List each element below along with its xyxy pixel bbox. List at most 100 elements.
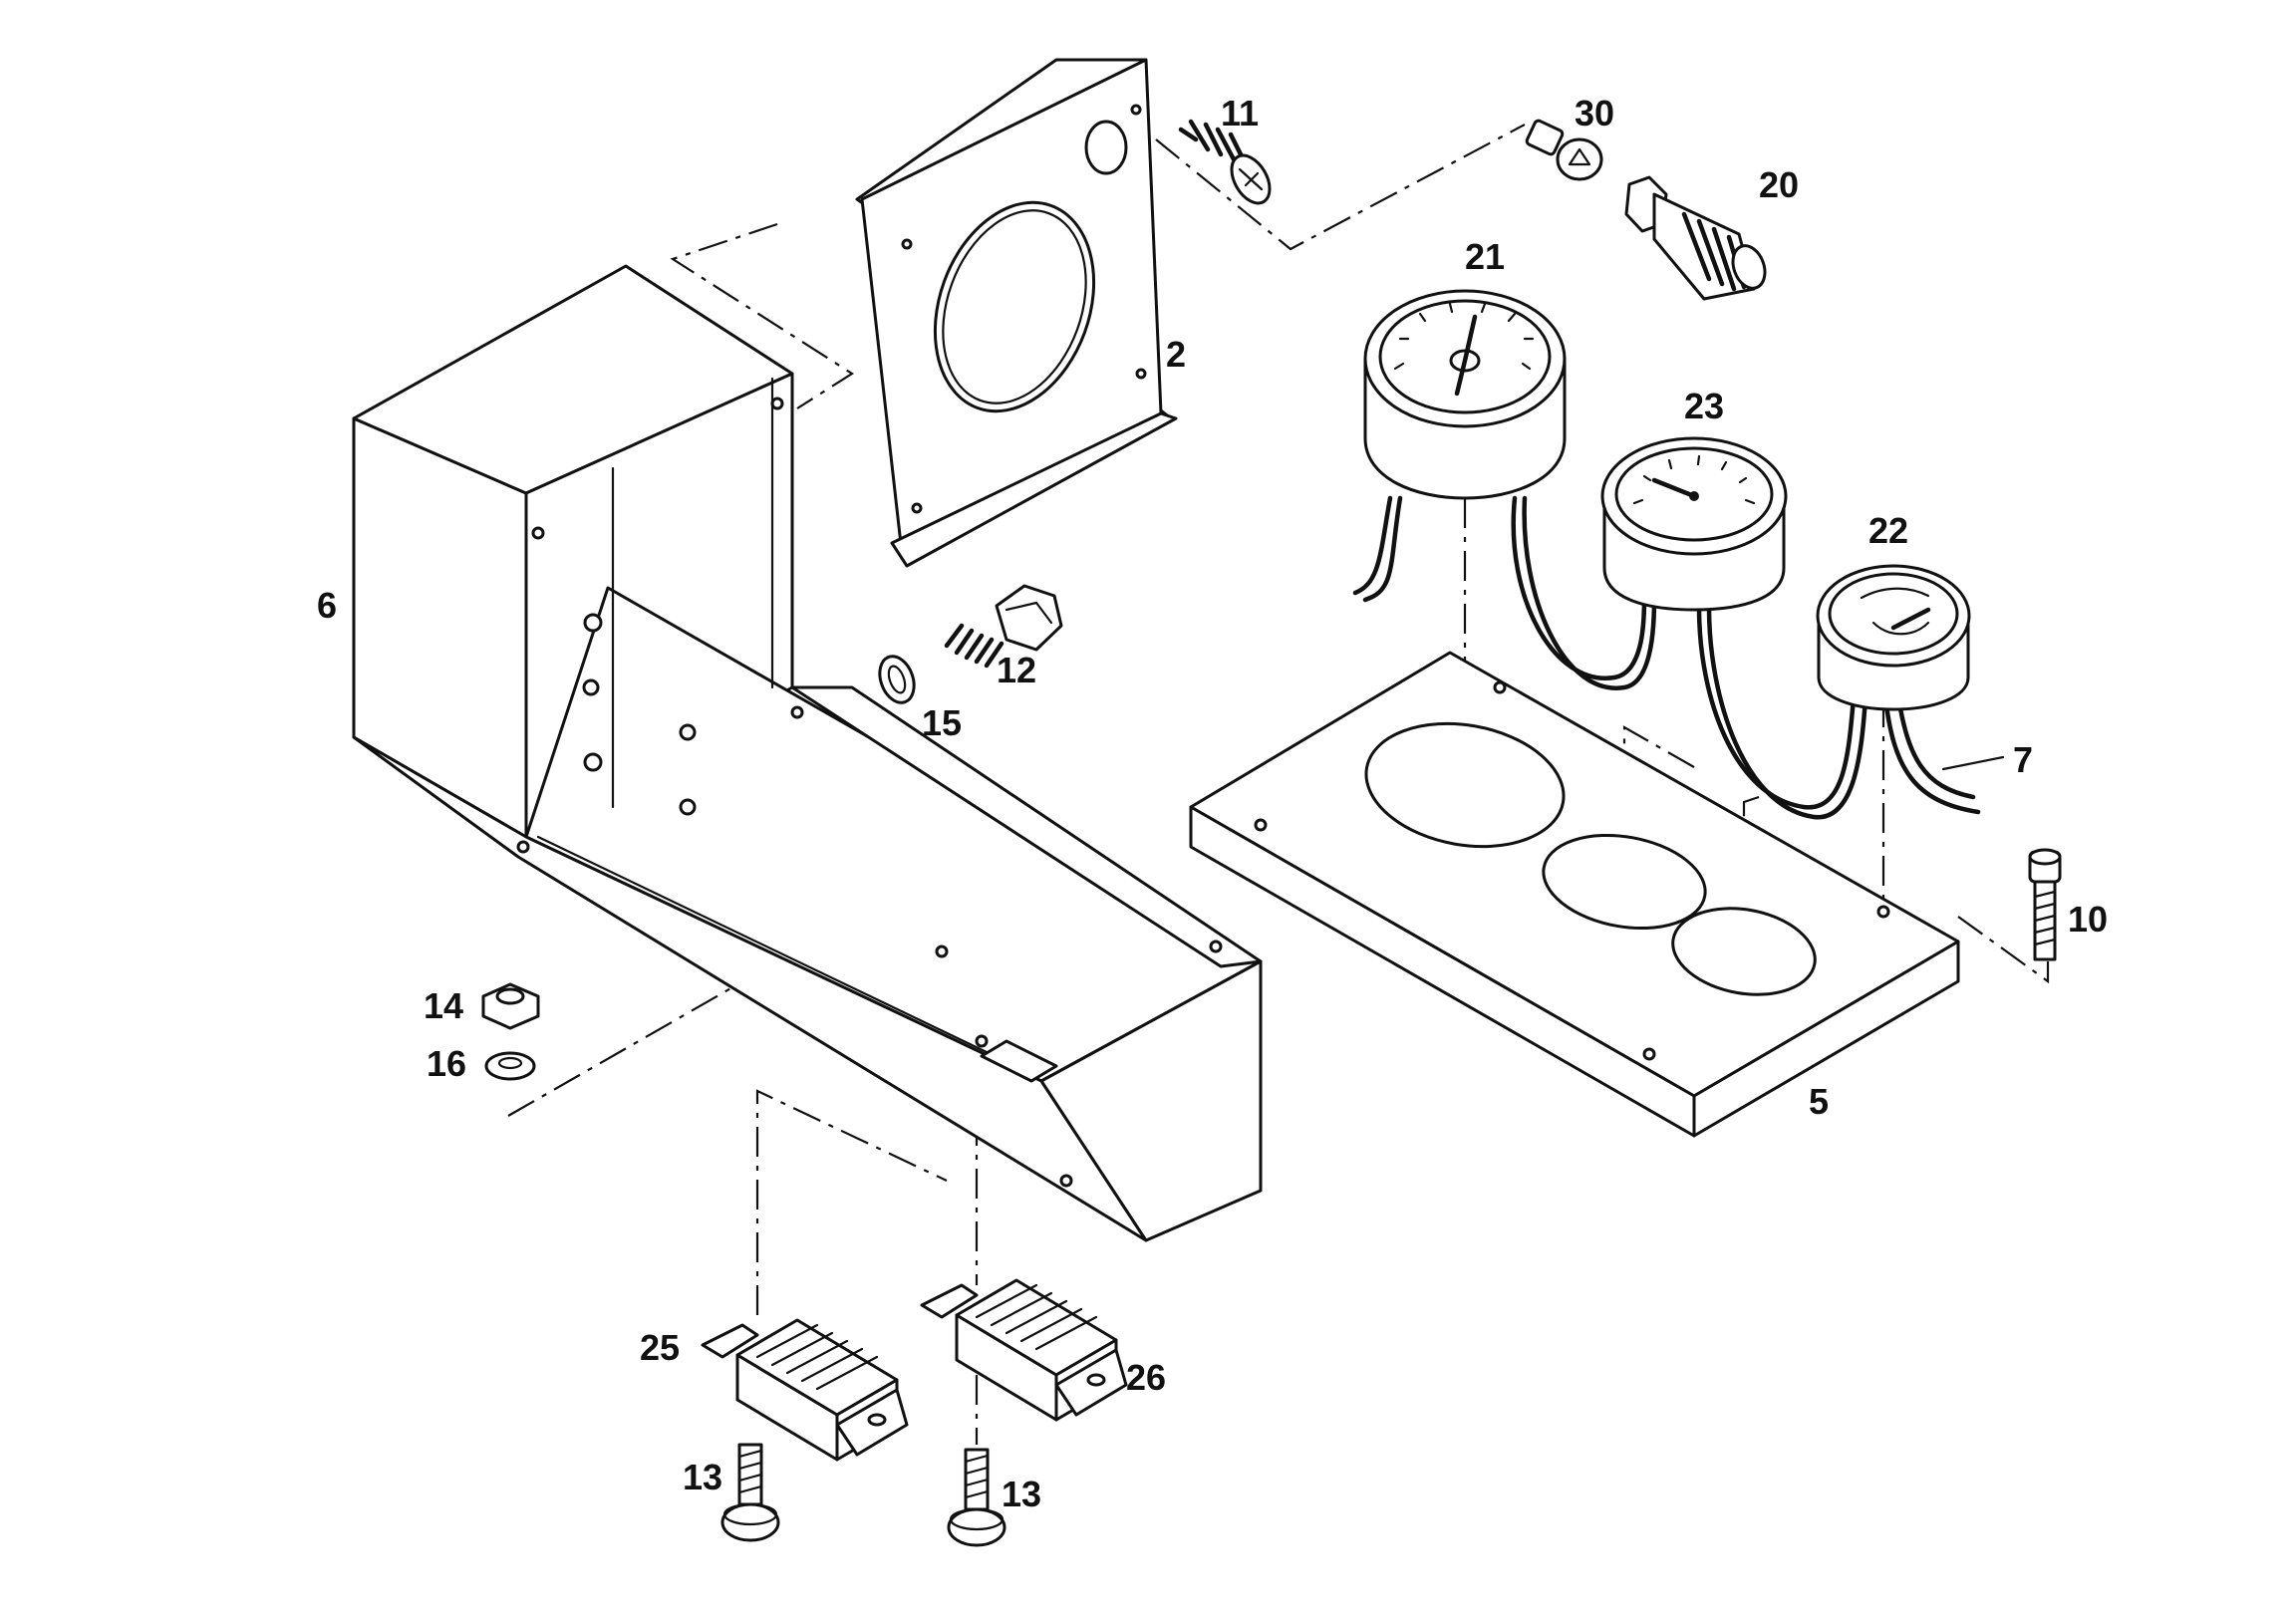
housing-hole <box>790 705 804 719</box>
label-part-22: 22 <box>1868 510 1908 551</box>
washer-15-ring <box>878 655 916 704</box>
mounting-plate-part-5 <box>1189 651 1960 1138</box>
gauge-23-scale <box>1632 454 1756 505</box>
label-part-13-left: 13 <box>683 1457 722 1497</box>
bulb-30-glass <box>1556 137 1603 181</box>
connector-25-ear-hole <box>867 1413 887 1427</box>
label-part-13-right: 13 <box>1002 1474 1041 1514</box>
screw-part-13-right <box>947 1448 1006 1547</box>
nut-14-hole <box>495 987 525 1005</box>
gauge-part-23 <box>1600 436 1788 612</box>
housing-hole <box>679 723 697 741</box>
label-part-21: 21 <box>1465 236 1505 277</box>
screw-11-slot <box>1238 167 1264 191</box>
screw-10-head-top <box>2028 848 2062 866</box>
screw-13-right-head <box>947 1507 1006 1547</box>
panel-bottom-flange <box>890 411 1178 568</box>
bolt-part-12 <box>944 584 1063 669</box>
label-part-20: 20 <box>1759 164 1799 205</box>
label-part-6: 6 <box>317 585 337 626</box>
label-part-5: 5 <box>1809 1081 1829 1122</box>
connector-26-left-ear <box>920 1283 979 1319</box>
screw-13-right-head-top <box>949 1507 1004 1531</box>
label-part-11: 11 <box>1221 93 1259 134</box>
housing-hole <box>975 1034 989 1048</box>
bulb-part-30 <box>1525 119 1603 181</box>
panel-screw-hole <box>1130 104 1142 116</box>
screw-13-left-thread <box>737 1449 763 1494</box>
lamp-20-knurl <box>1681 211 1747 292</box>
housing-hole <box>770 397 784 410</box>
label-part-30: 30 <box>1575 93 1614 134</box>
housing-hole <box>516 840 530 854</box>
wire-gauge-21-left-b <box>1352 495 1393 596</box>
gauge-23-needle <box>1651 477 1697 499</box>
lamp-20-lens <box>1731 244 1767 290</box>
gauge-22-needle <box>1890 607 1931 631</box>
screw-11-thread <box>1178 119 1249 167</box>
panel-gauge-cutout <box>933 200 1096 413</box>
label-part-2: 2 <box>1166 334 1186 375</box>
leader-panel-to-housing <box>670 222 855 409</box>
label-part-16: 16 <box>427 1043 466 1084</box>
panel-screw-hole <box>1135 368 1147 380</box>
label-part-25: 25 <box>640 1327 680 1368</box>
connector-25-pins <box>755 1323 879 1391</box>
washer-15-hole <box>887 665 907 694</box>
plate-hole-small <box>1671 907 1817 996</box>
washer-16-hole <box>497 1056 523 1070</box>
screw-13-right-thread <box>964 1454 990 1499</box>
leader-connector-25 <box>755 1089 948 1315</box>
plate-screw-hole <box>1642 1047 1656 1061</box>
connector-25-left-ear <box>701 1323 759 1359</box>
gauge-22-scale <box>1860 587 1930 600</box>
plate-screw-hole <box>1254 818 1268 832</box>
part-number-labels: 2 5 6 7 10 11 12 13 13 14 15 16 20 21 22… <box>317 93 2108 1514</box>
screw-13-left-head-top <box>722 1502 778 1526</box>
wire-gauge-23 <box>1696 605 1857 810</box>
connector-26-ear-hole <box>1086 1373 1106 1387</box>
connector-part-25 <box>701 1318 909 1462</box>
wire-gauge-21-right-b <box>1522 495 1657 690</box>
gauge-23-hub <box>1689 491 1699 501</box>
plate-screw-hole <box>1493 680 1507 694</box>
label-part-14: 14 <box>424 985 463 1026</box>
bolt-12-thread <box>944 623 1004 669</box>
gauge-part-22 <box>1816 564 1971 711</box>
housing-slot <box>980 1039 1058 1083</box>
wire-gauge-21-left <box>1362 495 1403 603</box>
housing-hole <box>679 798 697 816</box>
panel-screw-hole <box>901 238 913 250</box>
panel-gauge-cutout-inner <box>942 209 1087 404</box>
wire-7-leader <box>1941 755 2005 771</box>
housing-hole <box>1209 940 1223 953</box>
wire-gauge-21-right <box>1511 495 1647 680</box>
washer-part-15 <box>878 655 916 704</box>
screw-part-13-left <box>720 1443 780 1542</box>
gauge-wires <box>1352 495 2005 820</box>
screw-part-11 <box>1178 119 1272 205</box>
bolt-12-head <box>995 584 1063 652</box>
label-part-7: 7 <box>2013 739 2033 780</box>
gauge-panel-part-2 <box>855 58 1178 568</box>
washer-16-ring <box>484 1051 536 1081</box>
bolt-12-head-edge <box>1004 601 1053 625</box>
warning-lamp-part-20 <box>1624 175 1767 301</box>
label-part-12: 12 <box>997 650 1036 690</box>
gauge-22-window <box>1871 621 1930 636</box>
connector-part-26 <box>920 1278 1128 1422</box>
gauge-22-face <box>1828 572 1959 656</box>
label-part-10: 10 <box>2068 899 2108 940</box>
washer-part-16 <box>484 1051 536 1081</box>
leader-screw-10 <box>1957 916 2050 984</box>
housing-part-6 <box>352 264 1263 1242</box>
housing-hole <box>582 678 600 696</box>
connector-26-pins <box>975 1283 1098 1351</box>
housing-inner-edge-2 <box>536 835 1038 1078</box>
gauge-21-needle <box>1454 314 1478 397</box>
bulb-30-filament <box>1568 147 1591 166</box>
leader-screw-11-to-bulb-30 <box>1155 124 1526 251</box>
panel-small-hole <box>1084 120 1128 175</box>
housing-hole <box>935 944 949 958</box>
